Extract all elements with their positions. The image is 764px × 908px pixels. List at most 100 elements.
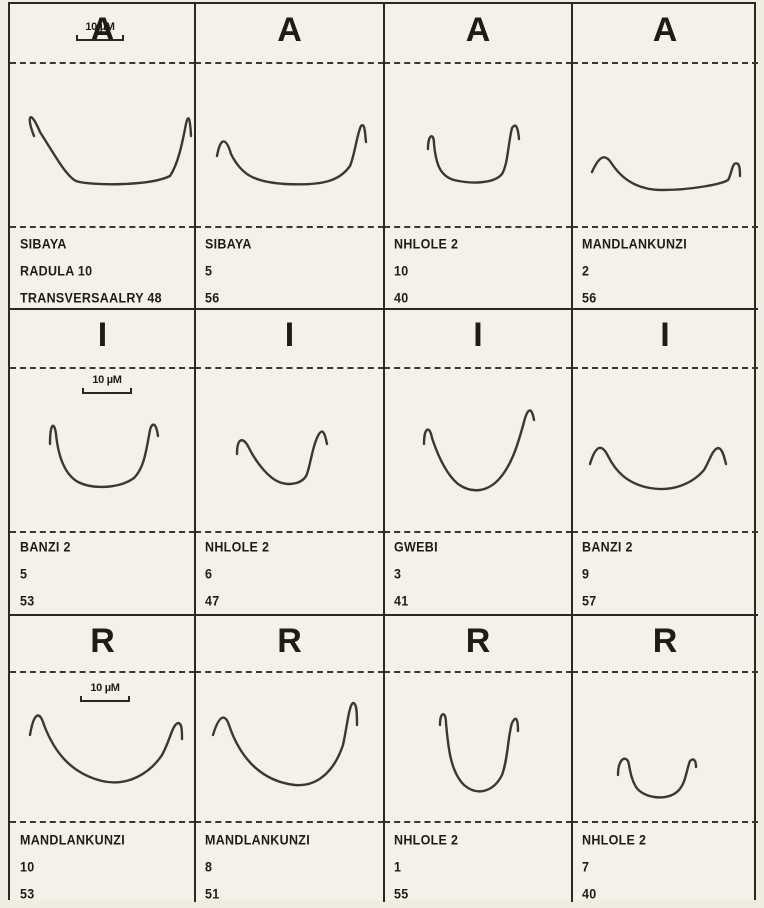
transverse-row-count: 53	[20, 886, 35, 902]
column-divider	[194, 4, 196, 902]
radula-tooth-outline	[438, 713, 520, 793]
dashed-divider-top	[384, 671, 572, 673]
tooth-type-letter: I	[97, 316, 108, 354]
radula-number: 10	[20, 859, 35, 875]
tooth-type-letter: I	[660, 316, 670, 354]
transverse-row-count: 40	[394, 290, 409, 306]
column-divider	[571, 4, 573, 902]
tooth-outline-path	[215, 124, 368, 186]
specimen-caption: NHLOLE 2 10 40	[394, 231, 566, 312]
dashed-divider-bottom	[572, 531, 758, 533]
tooth-type-letter: R	[90, 622, 115, 660]
tooth-outline-path	[588, 446, 728, 491]
transverse-row-count: 53	[20, 593, 35, 609]
locality-label: BANZI 2	[20, 539, 71, 555]
transverse-row-count: 57	[582, 593, 597, 609]
dashed-divider-top	[195, 62, 384, 64]
radula-number: 6	[205, 566, 213, 582]
radula-tooth-outline	[211, 701, 359, 787]
transverse-row-count: 41	[394, 593, 409, 609]
tooth-outline-path	[438, 713, 520, 793]
tooth-outline-path	[590, 156, 742, 192]
scale-bar-label: 10 µM	[85, 21, 115, 33]
radula-tooth-outline	[422, 409, 536, 492]
column-divider	[383, 4, 385, 902]
tooth-outline-path	[426, 124, 521, 184]
dashed-divider-bottom	[384, 226, 572, 228]
dashed-divider-bottom	[384, 821, 572, 823]
tooth-outline-path	[235, 430, 329, 486]
tooth-outline-path	[28, 714, 184, 784]
tooth-outline-path	[422, 409, 536, 492]
dashed-divider-bottom	[10, 531, 195, 533]
dashed-divider-bottom	[572, 226, 758, 228]
radula-tooth-outline	[48, 423, 160, 489]
dashed-divider-top	[195, 367, 384, 369]
dashed-divider-bottom	[384, 531, 572, 533]
scale-bar: 10 µM	[82, 374, 132, 394]
dashed-divider-bottom	[195, 821, 384, 823]
tooth-type-letter: I	[284, 316, 295, 354]
radula-tooth-outline	[616, 757, 698, 799]
locality-label: NHLOLE 2	[205, 539, 270, 555]
tooth-type-letter: R	[277, 622, 302, 660]
locality-label: NHLOLE 2	[394, 832, 459, 848]
tooth-outline-path	[28, 116, 193, 186]
specimen-caption: BANZI 2 5 53	[20, 534, 189, 615]
dashed-divider-top	[384, 367, 572, 369]
locality-label: NHLOLE 2	[582, 832, 647, 848]
dashed-divider-top	[572, 671, 758, 673]
radula-number: 10	[394, 263, 409, 279]
dashed-divider-top	[572, 62, 758, 64]
scale-bar-label: 10 µM	[90, 682, 120, 694]
radula-number: 5	[205, 263, 213, 279]
specimen-cell: I NHLOLE 2 6 47	[195, 309, 384, 615]
transverse-row-count: 47	[205, 593, 220, 609]
tooth-type-letter: A	[90, 11, 115, 49]
radula-number: 5	[20, 566, 28, 582]
dashed-divider-top	[572, 367, 758, 369]
specimen-cell: I GWEBI 3 41	[384, 309, 572, 615]
transverse-row-count: 51	[205, 886, 220, 902]
radula-tooth-outline	[235, 430, 329, 486]
dashed-divider-bottom	[195, 226, 384, 228]
locality-label: MANDLANKUNZI	[582, 236, 687, 252]
locality-label: GWEBI	[394, 539, 438, 555]
locality-label: SIBAYA	[205, 236, 252, 252]
tooth-type-letter: R	[652, 622, 678, 660]
dashed-divider-top	[384, 62, 572, 64]
transverse-row-count: 56	[582, 290, 597, 306]
radula-number: 3	[394, 566, 402, 582]
locality-label: BANZI 2	[582, 539, 633, 555]
dashed-divider-bottom	[195, 531, 384, 533]
radula-tooth-outline	[426, 124, 521, 184]
tooth-type-letter: I	[473, 316, 483, 354]
locality-label: SIBAYA	[20, 236, 67, 252]
tooth-outline-path	[211, 701, 359, 787]
specimen-caption: GWEBI 3 41	[394, 534, 566, 615]
radula-number: 8	[205, 859, 213, 875]
radula-tooth-outline	[590, 156, 742, 192]
tooth-type-letter: A	[652, 11, 678, 49]
transverse-row-count: TRANSVERSAALRY 48	[20, 290, 162, 306]
tooth-type-letter: R	[465, 622, 491, 660]
dashed-divider-top	[10, 671, 195, 673]
scale-bar-label: 10 µM	[92, 374, 122, 386]
scale-bar: 10 µM	[80, 682, 130, 702]
radula-number: 2	[582, 263, 590, 279]
transverse-row-count: 55	[394, 886, 409, 902]
radula-number: 7	[582, 859, 590, 875]
locality-label: NHLOLE 2	[394, 236, 459, 252]
dashed-divider-top	[195, 671, 384, 673]
